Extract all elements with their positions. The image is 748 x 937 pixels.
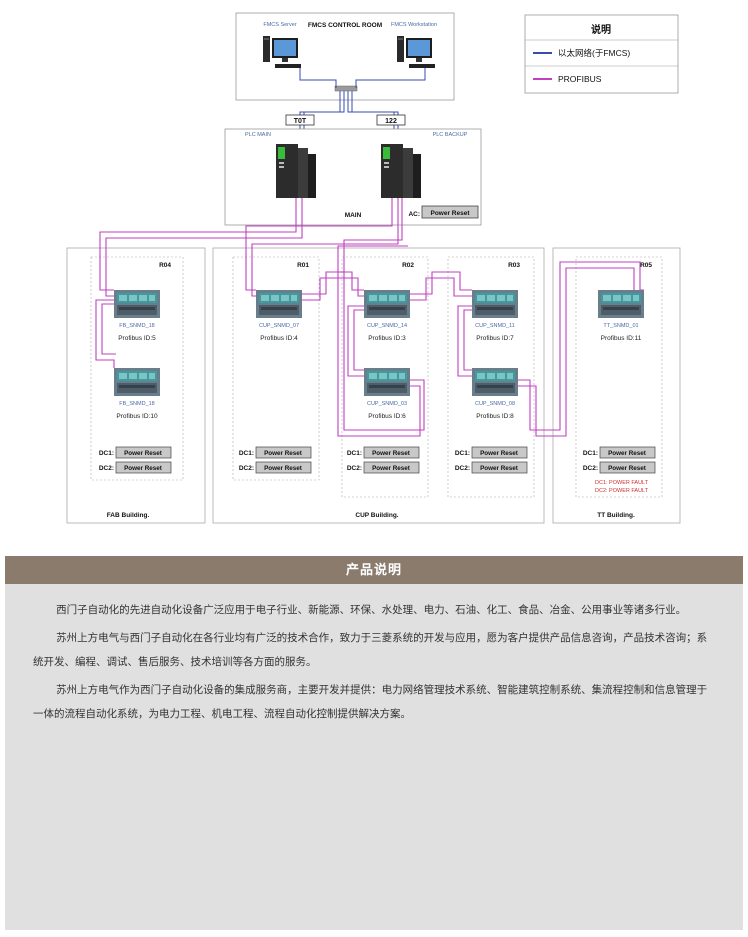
zone-r02-dc1-label: DC1: bbox=[347, 450, 362, 457]
module-2-tag: CUP_SNMD_07 bbox=[259, 323, 299, 329]
legend-profibus-label: PROFIBUS bbox=[558, 74, 602, 84]
plc-main-tag: PLC MAIN bbox=[245, 132, 271, 138]
main-port-left bbox=[285, 114, 315, 126]
zone-r01-frame bbox=[232, 256, 320, 481]
zone-r04-dc1-label: DC1: bbox=[99, 450, 114, 457]
network-diagram-svg: FMCS CONTROL ROOM FMCS Server FMCS Works… bbox=[66, 12, 681, 524]
module-2-label: Profibus ID:4 bbox=[260, 335, 298, 342]
module-3 bbox=[364, 290, 410, 318]
zone-r02-dc1-power-reset bbox=[363, 446, 420, 459]
zone-r04-label: R04 bbox=[159, 262, 171, 269]
zone-r04-frame bbox=[90, 256, 184, 481]
product-paragraph-1: 西门子自动化的先进自动化设备广泛应用于电子行业、新能源、环保、水处理、电力、石油… bbox=[56, 604, 687, 616]
zone-r01-label: R01 bbox=[297, 262, 309, 269]
zone-r05-dc1-power-reset bbox=[599, 446, 656, 459]
zone-r04-dc2-power-reset bbox=[115, 461, 172, 474]
zone-r04-dc1-power-label: Power Reset bbox=[124, 450, 163, 457]
fab-building-frame bbox=[66, 247, 206, 524]
zone-r02-dc2-label: DC2: bbox=[347, 465, 362, 472]
zone-r01-dc2-power-reset bbox=[255, 461, 312, 474]
module-0-tag: FB_SNMD_18 bbox=[119, 323, 154, 329]
ac-power-label: Power Reset bbox=[430, 210, 470, 217]
plc-backup-tag: PLC BACKUP bbox=[433, 132, 468, 138]
main-port-right-label: 122 bbox=[385, 118, 397, 125]
zone-r03-frame bbox=[447, 256, 535, 498]
module-4-label: Profibus ID:6 bbox=[368, 413, 406, 420]
module-6-label: Profibus ID:8 bbox=[476, 413, 514, 420]
cup-building-frame bbox=[212, 247, 545, 524]
module-5 bbox=[472, 290, 518, 318]
module-3-tag: CUP_SNMD_14 bbox=[367, 323, 407, 329]
module-5-tag: CUP_SNMD_11 bbox=[475, 323, 515, 329]
zone-r03-dc1-power-label: Power Reset bbox=[480, 450, 519, 457]
module-6 bbox=[472, 368, 518, 396]
zone-r05-dc2-power-reset bbox=[599, 461, 656, 474]
workstation-label: FMCS Workstation bbox=[391, 22, 437, 28]
legend-ethernet-label: 以太网络(于FMCS) bbox=[558, 48, 630, 58]
product-description-panel: 产品说明 西门子自动化的先进自动化设备广泛应用于电子行业、新能源、环保、水处理、… bbox=[5, 556, 743, 930]
zone-r04-dc2-power-label: Power Reset bbox=[124, 465, 163, 472]
zone-r03-dc2-label: DC2: bbox=[455, 465, 470, 472]
product-description-header: 产品说明 bbox=[5, 556, 743, 584]
product-description-body: 西门子自动化的先进自动化设备广泛应用于电子行业、新能源、环保、水处理、电力、石油… bbox=[5, 584, 743, 726]
module-6-tag: CUP_SNMD_08 bbox=[475, 401, 515, 407]
module-1-label: Profibus ID:10 bbox=[116, 413, 158, 420]
cup-building-label: CUP Building. bbox=[355, 512, 398, 519]
zone-r04-dc2-label: DC2: bbox=[99, 465, 114, 472]
server-label: FMCS Server bbox=[263, 22, 296, 28]
module-1-tag: FB_SNMD_18 bbox=[119, 401, 154, 407]
module-0 bbox=[114, 290, 160, 318]
zone-r03-dc1-label: DC1: bbox=[455, 450, 470, 457]
main-label: MAIN bbox=[345, 212, 362, 219]
zone-r04-dc1-power-reset bbox=[115, 446, 172, 459]
product-paragraph-3: 苏州上方电气作为西门子自动化设备的集成服务商，主要开发并提供：电力网络管理技术系… bbox=[33, 684, 708, 720]
module-7 bbox=[598, 290, 644, 318]
zone-r01-dc1-power-reset bbox=[255, 446, 312, 459]
zone-r05-label: R05 bbox=[640, 262, 652, 269]
main-port-right bbox=[376, 114, 406, 126]
zone-r03-dc1-power-reset bbox=[471, 446, 528, 459]
zone-r05-dc1-label: DC1: bbox=[583, 450, 598, 457]
main-port-left-label: T0T bbox=[294, 118, 307, 125]
product-paragraph-2: 苏州上方电气与西门子自动化在各行业均有广泛的技术合作，致力于三菱系统的开发与应用… bbox=[33, 632, 708, 668]
zone-r05-dc2-label: DC2: bbox=[583, 465, 598, 472]
zone-r05-dc2-power-label: Power Reset bbox=[608, 465, 647, 472]
legend-title: 说明 bbox=[591, 23, 611, 36]
zone-r02-dc1-power-label: Power Reset bbox=[372, 450, 411, 457]
tt-building-label: TT Building. bbox=[597, 512, 635, 519]
zone-r02-dc2-power-reset bbox=[363, 461, 420, 474]
zone-r02-dc2-power-label: Power Reset bbox=[372, 465, 411, 472]
zone-r03-label: R03 bbox=[508, 262, 520, 269]
module-4 bbox=[364, 368, 410, 396]
tt-building-frame bbox=[552, 247, 681, 524]
module-1 bbox=[114, 368, 160, 396]
zone-r02-frame bbox=[341, 256, 429, 498]
module-3-label: Profibus ID:3 bbox=[368, 335, 406, 342]
ac-power-reset bbox=[421, 205, 479, 219]
zone-r02-label: R02 bbox=[402, 262, 414, 269]
network-switch-icon bbox=[334, 85, 358, 92]
zone-r03-dc2-power-label: Power Reset bbox=[480, 465, 519, 472]
zone-r01-dc1-power-label: Power Reset bbox=[264, 450, 303, 457]
control-room-title: FMCS CONTROL ROOM bbox=[308, 22, 382, 29]
zone-r01-dc2-label: DC2: bbox=[239, 465, 254, 472]
zone-r05-alarm-2: DC2: POWER FAULT bbox=[595, 488, 649, 494]
zone-r01-dc2-power-label: Power Reset bbox=[264, 465, 303, 472]
zone-r05-dc1-power-label: Power Reset bbox=[608, 450, 647, 457]
module-4-tag: CUP_SNMD_03 bbox=[367, 401, 407, 407]
zone-r05-frame bbox=[575, 256, 663, 498]
module-5-label: Profibus ID:7 bbox=[476, 335, 514, 342]
module-7-tag: TT_SNMD_01 bbox=[603, 323, 638, 329]
module-2 bbox=[256, 290, 302, 318]
zone-r03-dc2-power-reset bbox=[471, 461, 528, 474]
network-diagram: FMCS CONTROL ROOM FMCS Server FMCS Works… bbox=[66, 12, 681, 524]
module-0-label: Profibus ID:5 bbox=[118, 335, 156, 342]
ac-label: AC: bbox=[408, 211, 420, 218]
zone-r05-alarm-1: DC1: POWER FAULT bbox=[595, 480, 649, 486]
fab-building-label: FAB Building. bbox=[107, 512, 150, 519]
module-7-label: Profibus ID:11 bbox=[601, 335, 642, 342]
zone-r01-dc1-label: DC1: bbox=[239, 450, 254, 457]
